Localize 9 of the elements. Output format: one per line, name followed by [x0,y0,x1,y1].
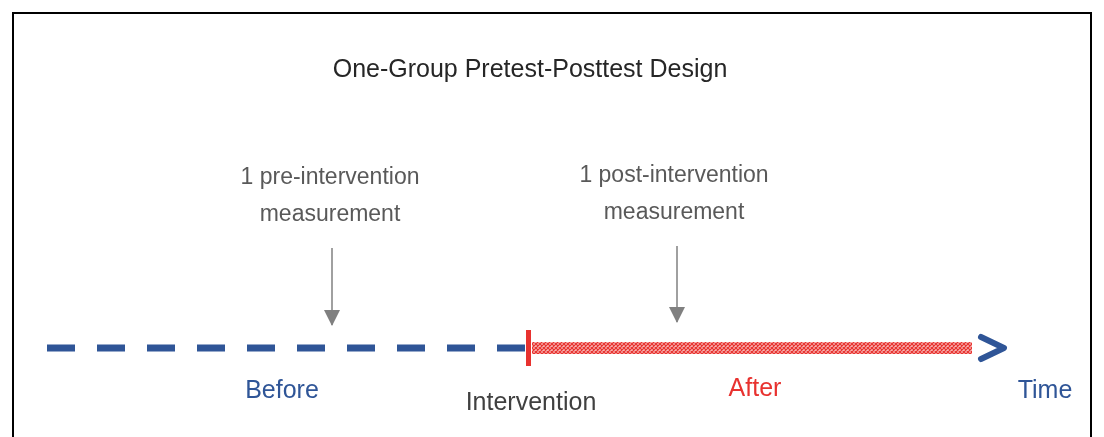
diagram-title: One-Group Pretest-Posttest Design [331,53,729,84]
arrow [324,247,340,326]
event-label: Intervention [464,386,598,416]
axis-label: Time [1016,374,1074,404]
measurement-label: 1 pre-intervention measurement [239,162,421,228]
phase-label: After [727,372,783,402]
measurement-label: 1 post-intervention measurement [578,160,770,226]
phase-label: Before [244,374,320,404]
arrow [669,245,685,323]
